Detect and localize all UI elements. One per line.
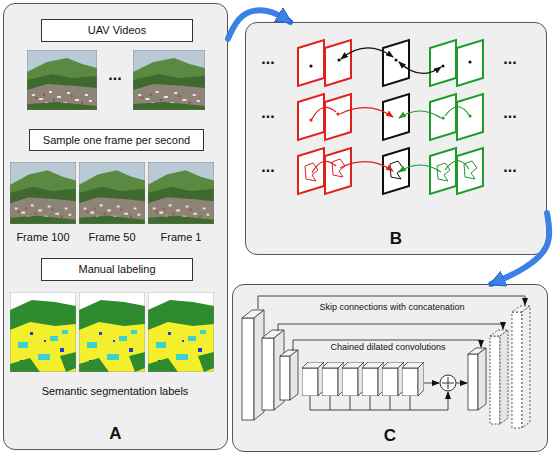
encoder-layer xyxy=(254,310,264,420)
previous-frame xyxy=(325,94,351,140)
step-label: Sample one frame per second xyxy=(43,134,190,146)
sum-wire xyxy=(310,392,448,410)
region-outline xyxy=(332,159,345,177)
encoder-layer xyxy=(290,350,298,400)
correspondence-arrow xyxy=(341,48,393,59)
decoder-layer xyxy=(490,336,500,424)
region-outline xyxy=(464,161,477,179)
panel-box: B xyxy=(245,22,547,255)
previous-frame xyxy=(298,148,324,194)
decoder-layer xyxy=(500,330,508,424)
pixel-point xyxy=(441,114,471,119)
region-outline xyxy=(437,163,450,181)
video-thumbnail xyxy=(133,50,205,110)
previous-frame xyxy=(325,148,351,194)
decoder-layer xyxy=(468,354,478,410)
previous-frame xyxy=(325,40,351,86)
label-image xyxy=(10,292,76,372)
panel-letter: B xyxy=(246,229,546,249)
previous-frame xyxy=(298,94,324,140)
sum-symbol xyxy=(442,377,454,389)
label-image xyxy=(148,292,214,372)
step-label: Manual labeling xyxy=(78,263,155,275)
label-image xyxy=(79,292,145,372)
decoder-layer xyxy=(468,348,486,354)
dilated-conv-block xyxy=(362,362,384,396)
decoder-layer xyxy=(490,330,508,336)
step-label: UAV Videos xyxy=(88,24,146,36)
skip-connection xyxy=(258,296,525,309)
flow-arrow xyxy=(312,161,393,173)
dilated-conv-block xyxy=(302,362,324,396)
panel-box: A UAV VideosSample one frame per secondMa… xyxy=(3,3,228,450)
decoder-layer xyxy=(512,312,522,428)
next-frame xyxy=(430,94,456,140)
frame-image xyxy=(79,162,145,224)
sum-symbol xyxy=(440,375,456,391)
current-frame xyxy=(383,94,409,140)
skip-connection xyxy=(293,340,481,351)
pixel-point xyxy=(309,112,339,121)
next-frame xyxy=(457,148,483,194)
encoder-layer xyxy=(280,350,298,356)
correspondence-arrow xyxy=(399,62,441,73)
dilated-conv-block xyxy=(402,362,424,396)
panel-letter: C xyxy=(233,426,547,446)
next-frame xyxy=(430,148,456,194)
decoder-layer xyxy=(512,306,530,312)
region-outline xyxy=(390,161,403,179)
flow-arrow xyxy=(228,10,290,38)
pixel-point xyxy=(309,58,471,67)
data-arrow xyxy=(424,383,439,384)
panel-letter: A xyxy=(4,424,227,444)
encoder-layer xyxy=(274,330,284,410)
current-frame xyxy=(383,148,409,194)
step-box: Manual labeling xyxy=(41,258,193,281)
region-outline xyxy=(305,163,318,181)
dilated-conv-block xyxy=(322,362,344,396)
encoder-layer xyxy=(262,338,274,410)
decoder-layer xyxy=(478,348,486,410)
next-frame xyxy=(457,94,483,140)
flow-arrow xyxy=(491,213,549,284)
current-frame xyxy=(383,40,409,86)
decoder-layer xyxy=(522,306,530,428)
dilated-conv-block xyxy=(382,362,404,396)
encoder-layer xyxy=(242,310,264,318)
data-arrow xyxy=(456,383,467,384)
encoder-layer xyxy=(262,330,284,338)
step-box: Sample one frame per second xyxy=(29,129,204,151)
next-frame xyxy=(430,40,456,86)
next-frame xyxy=(457,40,483,86)
previous-frame xyxy=(298,40,324,86)
encoder-layer xyxy=(280,356,290,400)
panel-box: C xyxy=(232,284,548,452)
skip-connection xyxy=(278,324,503,331)
dilated-conv-block xyxy=(342,362,364,396)
flow-arrow xyxy=(399,161,469,172)
frame-image xyxy=(148,162,214,224)
sum-wire xyxy=(310,396,410,410)
frame-image xyxy=(10,162,76,224)
encoder-layer xyxy=(242,318,254,420)
flow-arrow xyxy=(399,107,469,118)
flow-arrow xyxy=(312,107,393,119)
step-box: UAV Videos xyxy=(41,19,193,42)
video-thumbnail xyxy=(27,50,97,110)
